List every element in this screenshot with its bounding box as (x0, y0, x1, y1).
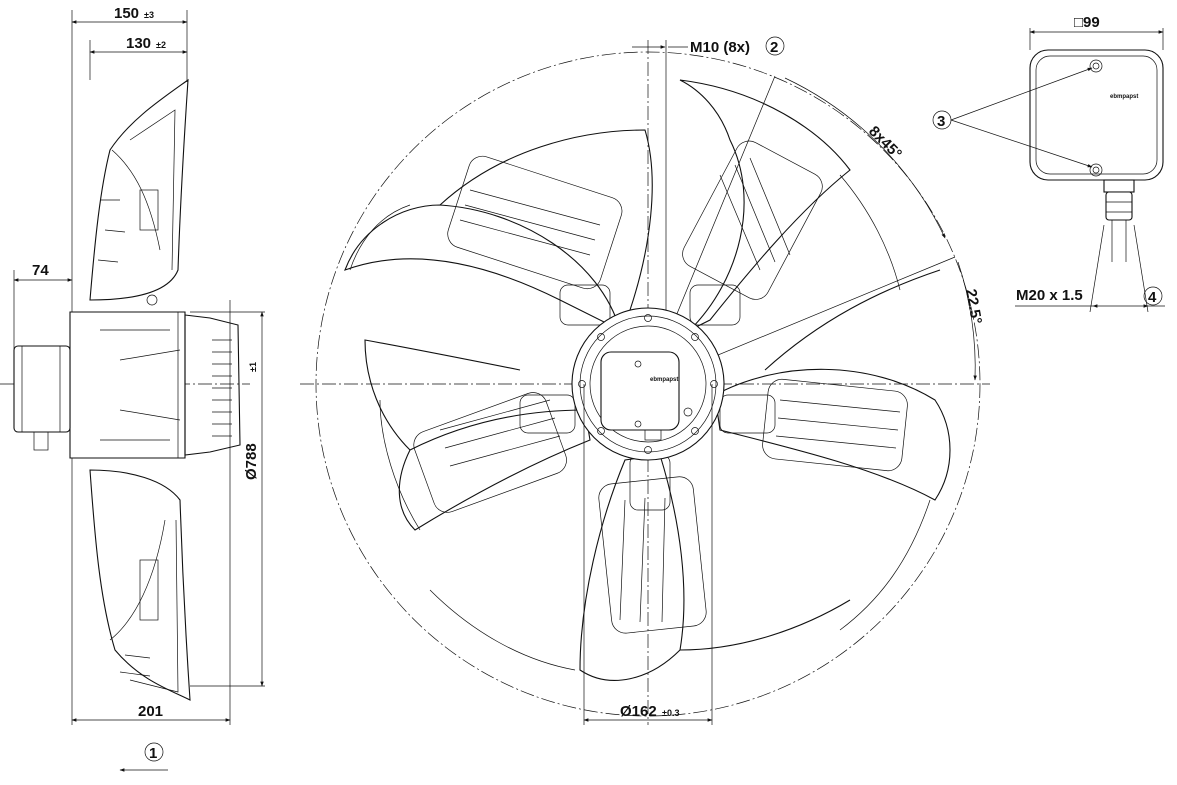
callout-thread-circle (765, 36, 785, 56)
dim-overall-width: 150 (114, 5, 139, 22)
callout-airflow-circle (144, 742, 164, 762)
callout-airflow-number: 1 (149, 745, 157, 762)
dim-total-depth: 201 (138, 703, 163, 720)
callout-gland-number: 4 (1148, 289, 1157, 306)
callout-gland-circle (1143, 286, 1163, 306)
hub-diameter-tol: ±0.3 (662, 708, 679, 718)
hub-brand-text: ebmpapst (650, 377, 678, 383)
box-brand-text: ebmpapst (1110, 94, 1138, 100)
angle-offset-label: 22.5° (962, 288, 985, 326)
dim-diameter-tol: ±1 (248, 362, 258, 372)
dim-diameter: Ø788 (243, 443, 260, 480)
mounting-holes (578, 314, 718, 454)
dim-box-depth: 74 (32, 262, 49, 279)
dim-overall-width-tol: ±3 (144, 10, 154, 20)
callout-screws-number: 3 (937, 113, 945, 130)
angle-pitch-label: 8x45° (865, 123, 905, 163)
fan-blades (344, 79, 951, 681)
hub-diameter-label: Ø162 (620, 703, 657, 720)
box-size-label: □99 (1074, 14, 1100, 31)
gland-thread-label: M20 x 1.5 (1016, 287, 1083, 304)
dim-rotor-width-tol: ±2 (156, 40, 166, 50)
dim-rotor-width: 130 (126, 35, 151, 52)
side-view: 150 ±3 130 ±2 74 201 Ø788 ±1 (0, 5, 265, 772)
front-view: 8x45° 22.5° M10 (8x) 2 (300, 36, 990, 725)
terminal-box-detail: □99 ebmpapst 3 M20 x 1.5 4 (932, 14, 1165, 313)
thread-label: M10 (8x) (690, 39, 750, 56)
rotor-fins (212, 339, 232, 437)
blade-lugs (519, 284, 776, 511)
callout-thread-number: 2 (770, 39, 778, 56)
